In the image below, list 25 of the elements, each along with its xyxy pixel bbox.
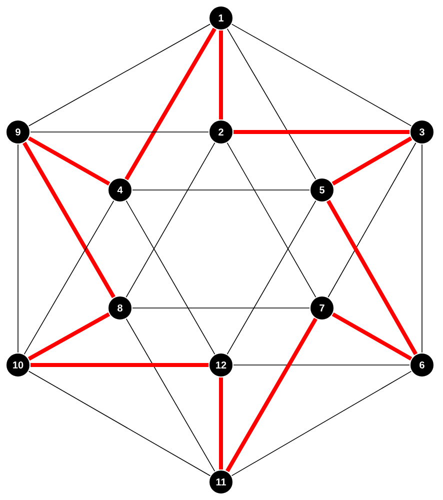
edge-line [126,142,216,298]
highlighted-edge [30,363,208,367]
highlighted-edge [28,312,110,361]
highlighted-edge [219,30,223,120]
edge-line [24,200,114,355]
highlighted-edge [332,312,412,361]
edge-line [28,24,210,126]
edge-line [226,28,316,180]
edge-line [231,370,412,476]
highlighted-edge [124,28,216,180]
highlighted-edge [219,378,223,470]
edge-line [226,200,316,355]
highlighted-edge [22,142,116,298]
highlighted-edge [332,136,412,186]
highlighted-edge [226,318,318,472]
highlighted-edge [326,200,418,356]
edge-line [231,24,412,126]
edge-line [126,200,216,355]
highlighted-edge [28,136,110,186]
highlighted-edge [234,130,410,134]
edge-line [328,142,416,298]
edge-line [126,318,216,472]
edge-line [28,370,211,476]
edge-line [233,364,410,366]
edge-line [226,142,316,298]
